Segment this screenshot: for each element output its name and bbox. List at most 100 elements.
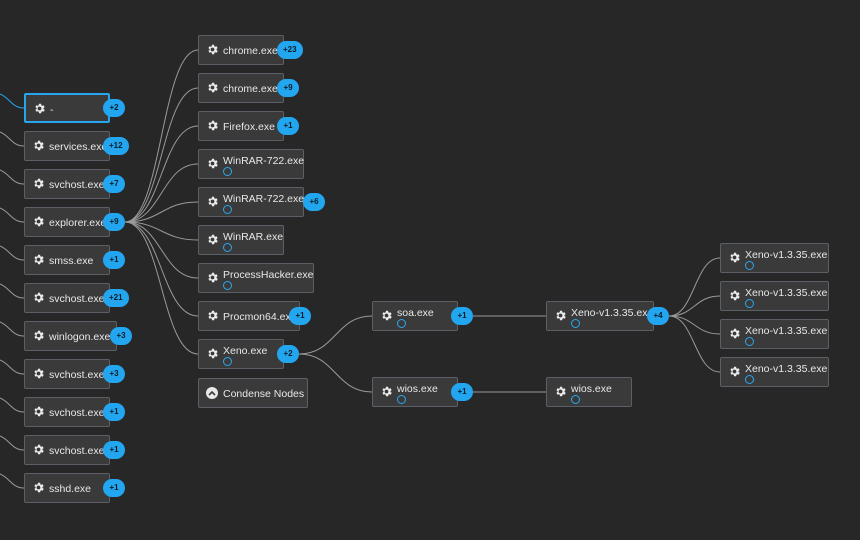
process-node-e-xeno[interactable]: Xeno-v1.3.35.exe (546, 301, 654, 331)
gear-icon (206, 43, 219, 56)
edge-e-xeno-f-xeno3 (668, 315, 721, 335)
gear-icon (206, 195, 219, 208)
process-node-n-svchost2[interactable]: svchost.exe (24, 283, 110, 313)
condense-nodes-button[interactable]: Condense Nodes (198, 378, 308, 408)
process-name: svchost.exe (49, 445, 105, 457)
process-node-n-svchost1[interactable]: svchost.exe (24, 169, 110, 199)
process-name: Firefox.exe (223, 121, 275, 133)
edge-incoming-n-explorer (0, 207, 25, 223)
process-node-c-winrar2[interactable]: WinRAR-722.exe (198, 187, 304, 217)
process-node-f-xeno1[interactable]: Xeno-v1.3.35.exe (720, 243, 829, 273)
child-count-badge[interactable]: +4 (647, 307, 669, 325)
process-node-n-svchost3[interactable]: svchost.exe (24, 359, 110, 389)
gear-icon (32, 329, 45, 342)
process-node-c-xeno[interactable]: Xeno.exe (198, 339, 284, 369)
child-count-badge[interactable]: +1 (103, 441, 125, 459)
process-name: sshd.exe (49, 483, 92, 495)
child-count-badge[interactable]: +3 (103, 365, 125, 383)
process-node-f-xeno4[interactable]: Xeno-v1.3.35.exe (720, 357, 829, 387)
process-name: ProcessHacker.exe (223, 269, 314, 281)
gear-icon (554, 309, 567, 322)
edge-c-xeno-d-soa (298, 315, 373, 355)
gear-icon (32, 481, 45, 494)
process-node-n-winlogon[interactable]: winlogon.exe (24, 321, 117, 351)
child-count-badge[interactable]: +21 (103, 289, 129, 307)
process-node-c-chrome2[interactable]: chrome.exe (198, 73, 284, 103)
gear-icon (32, 367, 45, 380)
child-count-badge[interactable]: +23 (277, 41, 303, 59)
gear-icon (32, 177, 45, 190)
process-node-c-procmon[interactable]: Procmon64.exe (198, 301, 300, 331)
ring-icon (223, 243, 232, 252)
process-name: svchost.exe (49, 179, 105, 191)
child-count-badge[interactable]: +9 (103, 213, 125, 231)
process-name: Xeno-v1.3.35.exe (745, 363, 828, 375)
gear-icon (32, 215, 45, 228)
gear-icon (728, 289, 741, 302)
edge-n-explorer-c-winrar1 (124, 163, 199, 223)
process-node-c-winrar3[interactable]: WinRAR.exe (198, 225, 284, 255)
child-count-badge[interactable]: +1 (103, 403, 125, 421)
process-name: Xeno.exe (223, 345, 268, 357)
child-count-badge[interactable]: +1 (451, 383, 473, 401)
process-node-f-xeno2[interactable]: Xeno-v1.3.35.exe (720, 281, 829, 311)
edge-incoming-n-sshd (0, 473, 25, 489)
child-count-badge[interactable]: +6 (303, 193, 325, 211)
ring-icon (745, 261, 754, 270)
process-node-c-phacker[interactable]: ProcessHacker.exe (198, 263, 314, 293)
process-node-d-wios[interactable]: wios.exe (372, 377, 458, 407)
child-count-badge[interactable]: +1 (103, 479, 125, 497)
gear-icon (32, 253, 45, 266)
edge-incoming-n-dash (0, 93, 25, 109)
edge-n-explorer-c-phacker (124, 221, 199, 279)
process-name: smss.exe (49, 255, 94, 267)
process-name: wios.exe (571, 383, 612, 395)
gear-icon (33, 102, 46, 115)
ring-icon (571, 319, 580, 328)
process-node-n-svchost5[interactable]: svchost.exe (24, 435, 110, 465)
edge-e-xeno-f-xeno4 (668, 315, 721, 373)
ring-icon (223, 357, 232, 366)
process-name: chrome.exe (223, 45, 278, 57)
process-node-d-soa[interactable]: soa.exe (372, 301, 458, 331)
process-name: explorer.exe (49, 217, 107, 229)
process-node-n-explorer[interactable]: explorer.exe (24, 207, 110, 237)
process-node-n-services[interactable]: services.exe (24, 131, 110, 161)
child-count-badge[interactable]: +1 (277, 117, 299, 135)
edge-e-xeno-f-xeno1 (668, 257, 721, 317)
child-count-badge[interactable]: +2 (277, 345, 299, 363)
process-node-c-firefox[interactable]: Firefox.exe (198, 111, 284, 141)
process-name: Xeno-v1.3.35.exe (745, 249, 828, 261)
child-count-badge[interactable]: +3 (110, 327, 132, 345)
process-name: wios.exe (397, 383, 438, 395)
process-node-n-sshd[interactable]: sshd.exe (24, 473, 110, 503)
process-name: Xeno-v1.3.35.exe (745, 287, 828, 299)
process-node-e-wios[interactable]: wios.exe (546, 377, 632, 407)
ring-icon (223, 205, 232, 214)
edge-incoming-n-svchost1 (0, 169, 25, 185)
process-node-n-svchost4[interactable]: svchost.exe (24, 397, 110, 427)
child-count-badge[interactable]: +12 (103, 137, 129, 155)
child-count-badge[interactable]: +2 (103, 99, 125, 117)
edge-incoming-n-smss (0, 245, 25, 261)
edge-n-explorer-c-chrome2 (124, 87, 199, 223)
process-node-n-smss[interactable]: smss.exe (24, 245, 110, 275)
edge-n-explorer-c-chrome1 (124, 49, 199, 223)
process-node-f-xeno3[interactable]: Xeno-v1.3.35.exe (720, 319, 829, 349)
process-node-c-chrome1[interactable]: chrome.exe (198, 35, 284, 65)
process-node-c-winrar1[interactable]: WinRAR-722.exe (198, 149, 304, 179)
gear-icon (206, 271, 219, 284)
child-count-badge[interactable]: +1 (103, 251, 125, 269)
gear-icon (380, 385, 393, 398)
process-name: chrome.exe (223, 83, 278, 95)
child-count-badge[interactable]: +9 (277, 79, 299, 97)
gear-icon (206, 309, 219, 322)
child-count-badge[interactable]: +1 (289, 307, 311, 325)
gear-icon (32, 443, 45, 456)
edge-n-explorer-c-xeno (124, 221, 199, 355)
ring-icon (745, 337, 754, 346)
child-count-badge[interactable]: +7 (103, 175, 125, 193)
process-node-n-dash[interactable]: - (24, 93, 110, 123)
child-count-badge[interactable]: +1 (451, 307, 473, 325)
gear-icon (32, 291, 45, 304)
